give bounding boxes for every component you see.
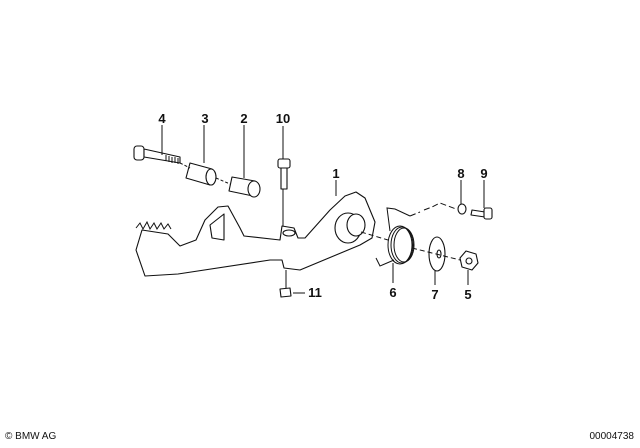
leader-lines xyxy=(161,125,485,294)
label-1[interactable]: 1 xyxy=(332,166,339,181)
part-1-brake-pedal[interactable] xyxy=(135,191,376,277)
label-10[interactable]: 10 xyxy=(276,111,290,126)
label-6[interactable]: 6 xyxy=(389,285,396,300)
label-11[interactable]: 11 xyxy=(308,285,322,300)
label-4[interactable]: 4 xyxy=(158,111,166,126)
label-7[interactable]: 7 xyxy=(431,287,438,302)
label-8[interactable]: 8 xyxy=(457,166,464,181)
part-2-bushing[interactable] xyxy=(228,176,261,198)
label-3[interactable]: 3 xyxy=(201,111,208,126)
part-9-bolt[interactable] xyxy=(470,207,493,220)
part-6-spring[interactable] xyxy=(375,207,415,267)
part-10-screw[interactable] xyxy=(277,158,291,190)
label-5[interactable]: 5 xyxy=(464,287,471,302)
label-9[interactable]: 9 xyxy=(480,166,487,181)
part-3-sleeve[interactable] xyxy=(185,162,217,186)
part-5-nut[interactable] xyxy=(459,250,479,271)
part-8-washer[interactable] xyxy=(457,203,467,215)
copyright-text: © BMW AG xyxy=(5,431,57,442)
diagram-number: 00004738 xyxy=(589,431,635,442)
part-11-nut[interactable] xyxy=(279,287,292,298)
label-2[interactable]: 2 xyxy=(240,111,247,126)
part-4-bolt[interactable] xyxy=(133,145,181,164)
